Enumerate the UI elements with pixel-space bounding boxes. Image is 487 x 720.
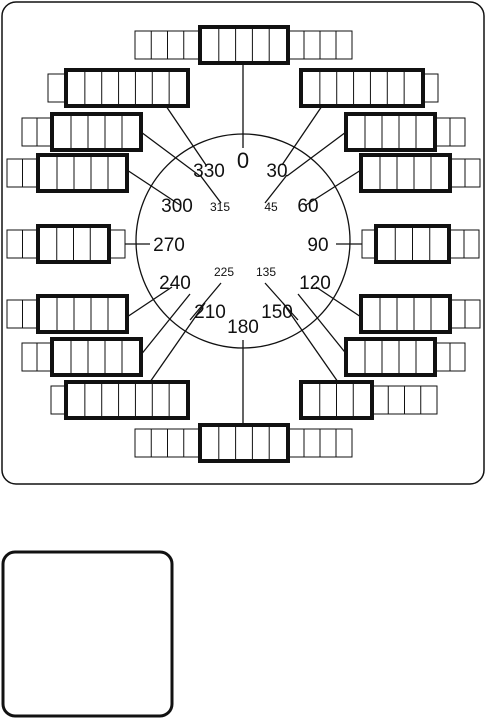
connector-line bbox=[282, 302, 339, 383]
blank-box bbox=[1, 550, 174, 718]
thin-segment-left bbox=[361, 229, 377, 259]
connector-line bbox=[140, 131, 201, 177]
thick-segment bbox=[198, 25, 290, 65]
connector-line bbox=[315, 286, 362, 318]
label-225: 225 bbox=[214, 265, 234, 279]
label-330: 330 bbox=[193, 161, 225, 182]
label-300: 300 bbox=[161, 196, 193, 217]
thick-segment bbox=[50, 112, 143, 152]
label-135: 135 bbox=[256, 265, 276, 279]
label-240: 240 bbox=[159, 273, 191, 294]
label-0: 0 bbox=[237, 148, 249, 173]
diagram-frame bbox=[1, 1, 485, 485]
thick-segment bbox=[36, 153, 129, 193]
thick-segment bbox=[359, 153, 452, 193]
thick-segment bbox=[64, 380, 190, 420]
block-330 bbox=[47, 68, 190, 108]
label-315: 315 bbox=[210, 200, 230, 214]
thin-segment-right bbox=[422, 73, 439, 103]
label-90: 90 bbox=[307, 235, 328, 256]
connector-lines bbox=[125, 63, 362, 425]
label-150: 150 bbox=[261, 302, 293, 323]
block-0 bbox=[134, 25, 353, 65]
connector-line bbox=[126, 169, 181, 206]
label-30: 30 bbox=[266, 161, 287, 182]
thin-segment-left bbox=[47, 73, 67, 103]
label-45: 45 bbox=[264, 200, 278, 214]
block-300 bbox=[6, 153, 129, 193]
connector-line bbox=[286, 131, 347, 177]
connector-line bbox=[189, 282, 222, 321]
block-300b bbox=[21, 112, 143, 152]
thick-segment bbox=[299, 68, 425, 108]
block-120 bbox=[359, 294, 481, 334]
block-210 bbox=[21, 337, 143, 377]
thick-segment bbox=[198, 423, 290, 463]
connector-line bbox=[264, 282, 299, 321]
label-270: 270 bbox=[153, 235, 185, 256]
thick-segment bbox=[36, 294, 129, 334]
connector-line bbox=[149, 302, 206, 383]
connector-line bbox=[165, 105, 207, 166]
connector-line bbox=[126, 286, 173, 318]
connector-line bbox=[281, 105, 323, 166]
label-120: 120 bbox=[299, 273, 331, 294]
thick-segment bbox=[64, 68, 190, 108]
connector-line bbox=[139, 293, 191, 357]
label-180: 180 bbox=[227, 317, 259, 338]
block-30 bbox=[299, 68, 439, 108]
block-240 bbox=[6, 294, 129, 334]
thick-segment bbox=[344, 112, 437, 152]
connector-line bbox=[264, 174, 288, 204]
thin-segment-left bbox=[50, 385, 67, 415]
block-150b bbox=[299, 380, 438, 420]
connector-line bbox=[199, 174, 222, 204]
contact-blocks bbox=[6, 25, 481, 463]
thin-segment-right bbox=[108, 229, 126, 259]
thick-segment bbox=[344, 337, 437, 377]
block-180 bbox=[134, 423, 353, 463]
thick-segment bbox=[359, 294, 452, 334]
label-60: 60 bbox=[297, 196, 318, 217]
block-150 bbox=[344, 337, 466, 377]
block-30b bbox=[344, 112, 466, 152]
block-60 bbox=[359, 153, 481, 193]
thick-segment bbox=[50, 337, 143, 377]
label-210: 210 bbox=[194, 302, 226, 323]
block-90 bbox=[361, 224, 480, 264]
connector-line bbox=[297, 293, 349, 357]
block-210b bbox=[50, 380, 190, 420]
dial-labels: 0 30 45 60 90 120 135 150 180 210 225 24… bbox=[153, 148, 331, 338]
connector-line bbox=[305, 169, 362, 206]
block-270 bbox=[6, 224, 126, 264]
